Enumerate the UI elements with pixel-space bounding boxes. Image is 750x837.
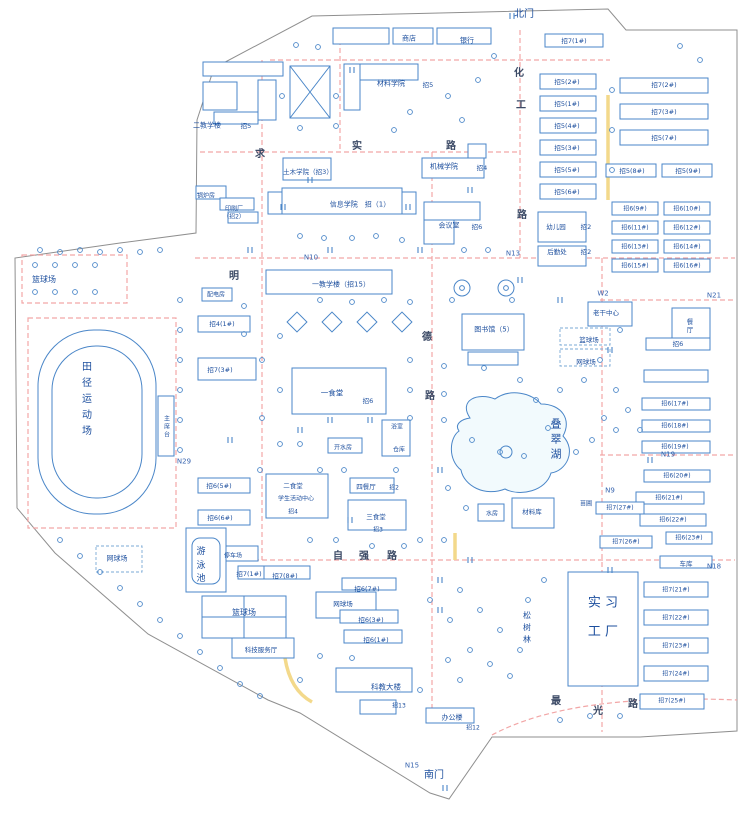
tennis-court [559,348,611,367]
trees [32,42,703,723]
lake-island [499,445,513,459]
pavilion [497,279,515,297]
footpaths [283,95,610,704]
basketball-court [559,327,611,346]
lake [450,392,570,493]
track-field [37,329,157,515]
rostrum [157,395,175,457]
lamp-marks [227,13,653,791]
special-features [37,279,611,639]
pavilion [453,279,471,297]
swimming-pool [185,527,227,593]
tennis-court [95,545,143,573]
buildings [195,27,713,724]
roads [21,30,738,736]
flower-beds [286,311,413,333]
